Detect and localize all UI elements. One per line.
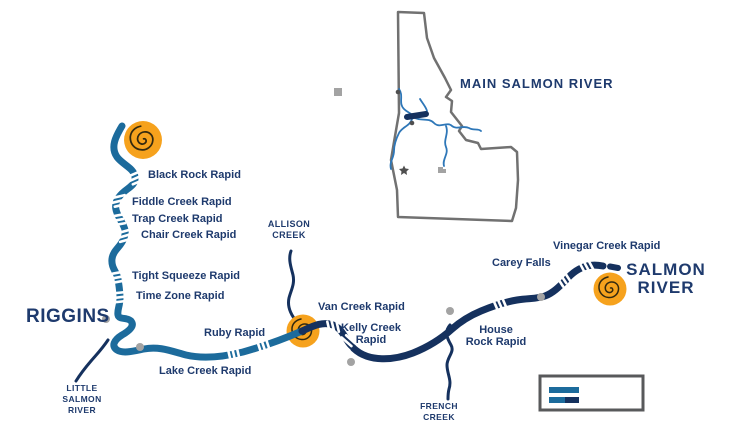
rapid-label-time-zone: Time Zone Rapid: [136, 290, 225, 302]
legend-swatch-lower-half: [565, 397, 579, 403]
inset-river-system: [389, 88, 482, 170]
creek-label-allison: ALLISON CREEK: [267, 219, 311, 240]
rapid-label-tight-squeeze: Tight Squeeze Rapid: [132, 270, 240, 282]
rapid-label-lake-creek: Lake Creek Rapid: [159, 365, 252, 377]
legend-swatch-upper: [549, 387, 579, 393]
salmon-river-title: SALMON RIVER: [626, 260, 706, 297]
legend: [538, 374, 645, 412]
town-dot: [347, 358, 355, 366]
legend-box: [538, 374, 645, 412]
town-dot: [446, 307, 454, 315]
river-end-dash: [607, 263, 621, 271]
inset-town-dot: [409, 120, 415, 126]
river-access-swirl-icon: [123, 120, 163, 160]
town-dot: [136, 343, 144, 351]
rapid-marker-icon: [491, 294, 509, 314]
rapid-label-vinegar-creek: Vinegar Creek Rapid: [553, 240, 661, 252]
french-creek-line: [445, 323, 454, 401]
rapid-marker-icon: [114, 228, 134, 245]
city-label-riggins: RIGGINS: [26, 306, 110, 327]
creek-label-little-salmon: LITTLE SALMON RIVER: [62, 383, 102, 415]
tributary-creeks: [74, 249, 454, 401]
rapid-label-carey-falls: Carey Falls: [492, 257, 551, 269]
highlighted-river-section: [404, 111, 429, 120]
rapid-label-van-creek: Van Creek Rapid: [318, 301, 405, 313]
town-dot: [102, 315, 110, 323]
star-marker-icon: [399, 165, 409, 175]
small-gray-glyph: [438, 167, 446, 173]
rapid-label-trap-creek: Trap Creek Rapid: [132, 213, 223, 225]
point-dots: [102, 293, 545, 366]
creek-label-french: FRENCH CREEK: [420, 401, 458, 422]
inset-title-main-salmon-river: MAIN SALMON RIVER: [460, 76, 614, 91]
legend-swatch-upper-half: [549, 397, 565, 403]
town-dot: [537, 293, 545, 301]
rapid-marker-icon: [226, 345, 242, 365]
salmon-river-upper-section: [108, 122, 306, 361]
rapid-label-chair-creek: Chair Creek Rapid: [141, 229, 237, 241]
rapid-marker-icon: [578, 257, 596, 277]
allison-creek-line: [287, 249, 299, 324]
rapid-label-black-rock: Black Rock Rapid: [148, 169, 241, 181]
small-square-marker: [334, 88, 342, 96]
rapid-label-fiddle-creek: Fiddle Creek Rapid: [132, 196, 232, 208]
little-salmon-river-line: [74, 338, 110, 383]
idaho-inset-map: [389, 10, 520, 223]
rapid-label-kelly-creek: Kelly Creek Rapid: [341, 322, 401, 346]
idaho-outline: [389, 10, 520, 223]
rapid-marker-icon: [109, 269, 129, 285]
inset-town-dot: [395, 89, 401, 95]
rapid-marker-icon: [107, 212, 127, 228]
rapid-label-house-rock: House Rock Rapid: [465, 324, 527, 348]
rapid-marker-icon: [112, 290, 130, 305]
rapid-label-ruby: Ruby Rapid: [204, 327, 266, 339]
